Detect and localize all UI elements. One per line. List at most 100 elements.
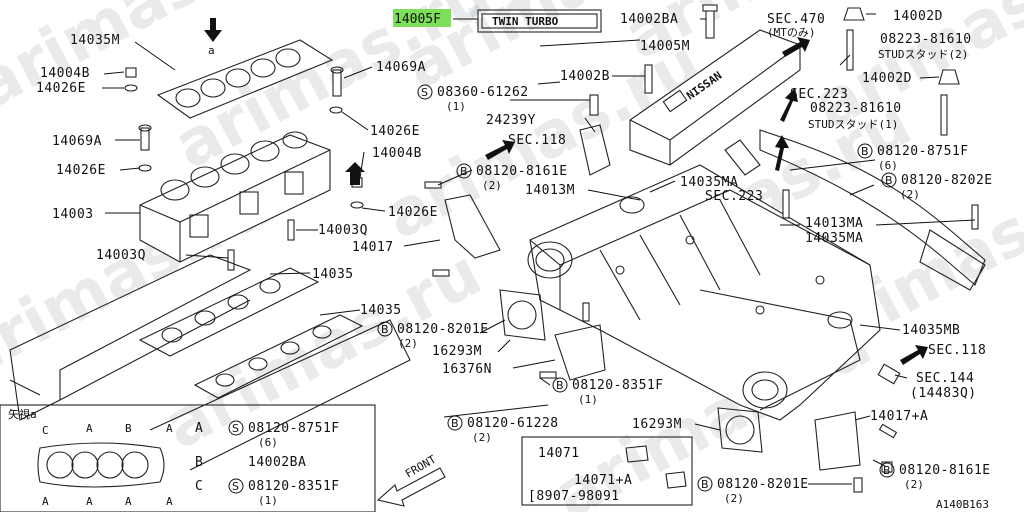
fastener-callout[interactable]: B 08120-61228 (2) bbox=[447, 415, 559, 444]
part-label[interactable]: 16293M bbox=[432, 344, 482, 359]
fastener-callout[interactable]: B 08120-8751F (6) bbox=[857, 143, 969, 172]
sensor-14483Q[interactable] bbox=[877, 363, 901, 385]
twin-turbo-text: TWIN TURBO bbox=[492, 15, 559, 28]
part-label[interactable]: 14035 bbox=[312, 267, 354, 282]
fastener-code: 08120-8201E bbox=[717, 477, 809, 492]
intake-pipe-14013MA[interactable] bbox=[724, 129, 986, 291]
upper-intake-manifold-14013M[interactable] bbox=[527, 164, 881, 421]
part-label[interactable]: 14071 bbox=[538, 446, 580, 461]
stud-label[interactable]: 08223-81610 bbox=[810, 101, 902, 116]
part-label[interactable]: 14003 bbox=[52, 207, 94, 222]
intake-collector-14003[interactable] bbox=[139, 131, 331, 263]
part-14005F-label[interactable]: 14005F bbox=[394, 12, 441, 27]
fastener-symbol: B bbox=[885, 174, 893, 187]
part-label[interactable]: 14035MB bbox=[902, 323, 960, 338]
fastener-callout[interactable]: B 08120-8161E (2) bbox=[879, 462, 991, 491]
part-14071-group[interactable] bbox=[521, 436, 693, 506]
bracket-14017A[interactable] bbox=[814, 411, 861, 471]
legend-row-letter: C bbox=[195, 479, 203, 494]
fastener-symbol: B bbox=[460, 165, 468, 178]
throttle-gasket-16293M-a[interactable] bbox=[499, 289, 546, 341]
part-label[interactable]: 14002B bbox=[560, 69, 610, 84]
part-label[interactable]: 14003Q bbox=[96, 248, 146, 263]
part-label[interactable]: 14026E bbox=[56, 163, 106, 178]
fastener-callout[interactable]: B 08120-8351F (1) bbox=[552, 377, 664, 406]
washer-14026E-c[interactable] bbox=[329, 106, 343, 114]
stud-14069A-top[interactable] bbox=[330, 66, 344, 97]
twin-turbo-badge[interactable]: TWIN TURBO bbox=[477, 9, 602, 33]
part-label[interactable]: 14035M bbox=[70, 33, 120, 48]
part-label[interactable]: 16293M bbox=[632, 417, 682, 432]
part-label[interactable]: 14035 bbox=[360, 303, 402, 318]
part-label[interactable]: 14013M bbox=[525, 183, 575, 198]
sec-reference-sub: (MTのみ) bbox=[767, 26, 816, 39]
part-label[interactable]: 24239Y bbox=[486, 113, 536, 128]
stud-label-sub: STUDスタッド(1) bbox=[808, 118, 898, 131]
sec-reference[interactable]: SEC.470 bbox=[767, 12, 825, 27]
part-label[interactable]: 14002D bbox=[862, 71, 912, 86]
cap-14002D-b[interactable] bbox=[938, 69, 960, 85]
fastener-code: 08120-8351F bbox=[572, 378, 664, 393]
gasket-letter: A bbox=[125, 495, 132, 508]
throttle-gasket-16293M-b[interactable] bbox=[717, 407, 763, 453]
fastener-callout[interactable]: B 08120-8201E (2) bbox=[377, 321, 489, 350]
part-label[interactable]: 14026E bbox=[388, 205, 438, 220]
part-label[interactable]: 16376N bbox=[442, 362, 492, 377]
part-label[interactable]: 14017 bbox=[352, 240, 394, 255]
fastener-callout[interactable]: B 08120-8202E (2) bbox=[881, 172, 993, 201]
fastener-qty: (1) bbox=[446, 100, 466, 113]
fastener-callout[interactable]: B 08120-8161E (2) bbox=[456, 163, 568, 192]
part-label[interactable]: [8907-98091 bbox=[528, 489, 620, 504]
fastener-qty: (2) bbox=[472, 431, 492, 444]
part-label[interactable]: 14004B bbox=[372, 146, 422, 161]
stud-08223-81610-a[interactable] bbox=[846, 29, 854, 71]
sec-reference[interactable]: SEC.223 bbox=[705, 189, 763, 204]
bracket-24239Y[interactable] bbox=[579, 124, 611, 176]
stud-14003Q-b[interactable] bbox=[227, 249, 235, 271]
part-label[interactable]: 14002D bbox=[893, 9, 943, 24]
engine-cover-14005M[interactable]: NISSAN bbox=[629, 29, 801, 166]
part-label[interactable]: 14069A bbox=[52, 134, 102, 149]
sec-reference[interactable]: SEC.118 bbox=[928, 343, 986, 358]
part-label[interactable]: 14002BA bbox=[620, 12, 678, 27]
legend-row-code: 14002BA bbox=[248, 455, 306, 470]
sec-reference[interactable]: SEC.118 bbox=[508, 133, 566, 148]
sec-reference[interactable]: SEC.144 bbox=[916, 371, 974, 386]
stud-14003Q[interactable] bbox=[287, 219, 295, 241]
washer-14026E[interactable] bbox=[124, 84, 138, 92]
part-label[interactable]: 14035MA bbox=[805, 231, 863, 246]
bracket-14017[interactable] bbox=[444, 194, 501, 259]
washer-14026E-d[interactable] bbox=[350, 201, 364, 209]
part-label[interactable]: 14071+A bbox=[574, 473, 632, 488]
part-label[interactable]: 14026E bbox=[370, 124, 420, 139]
upper-gasket-14035M[interactable] bbox=[156, 39, 334, 119]
legend-row-code: 08120-8351F bbox=[248, 479, 340, 494]
part-label[interactable]: 14026E bbox=[36, 81, 86, 96]
nut-14004B[interactable] bbox=[125, 67, 137, 78]
part-label[interactable]: 14017+A bbox=[870, 409, 928, 424]
gasket-letter: A bbox=[86, 422, 93, 435]
bracket-16376N[interactable] bbox=[554, 324, 606, 381]
sec-reference[interactable]: SEC.223 bbox=[790, 87, 848, 102]
cap-14002D[interactable] bbox=[843, 7, 865, 21]
part-label[interactable]: 14069A bbox=[376, 60, 426, 75]
fastener-callout[interactable]: S 08360-61262 (1) bbox=[417, 84, 529, 113]
stud-14069A[interactable] bbox=[138, 124, 152, 151]
washer-14026E-b[interactable] bbox=[138, 164, 152, 172]
bolt-14002B[interactable] bbox=[644, 64, 653, 94]
legend-row-code: 08120-8751F bbox=[248, 421, 340, 436]
part-label[interactable]: 14005M bbox=[640, 39, 690, 54]
bolt-fastener-misc[interactable] bbox=[424, 94, 979, 493]
gasket-14035-b[interactable] bbox=[193, 314, 364, 399]
part-label[interactable]: 14003Q bbox=[318, 223, 368, 238]
part-label[interactable]: 14004B bbox=[40, 66, 90, 81]
fastener-qty: (2) bbox=[904, 478, 924, 491]
bolt-14002BA[interactable] bbox=[702, 4, 718, 39]
sec-arrows bbox=[345, 37, 928, 365]
fastener-callout[interactable]: B 08120-8201E (2) bbox=[697, 476, 809, 505]
part-label[interactable]: 14013MA bbox=[805, 216, 863, 231]
stud-08223-81610-b[interactable] bbox=[940, 94, 948, 136]
stud-label[interactable]: 08223-81610 bbox=[880, 32, 972, 47]
front-label: FRONT bbox=[403, 453, 439, 481]
part-label[interactable]: 14035MA bbox=[680, 175, 738, 190]
